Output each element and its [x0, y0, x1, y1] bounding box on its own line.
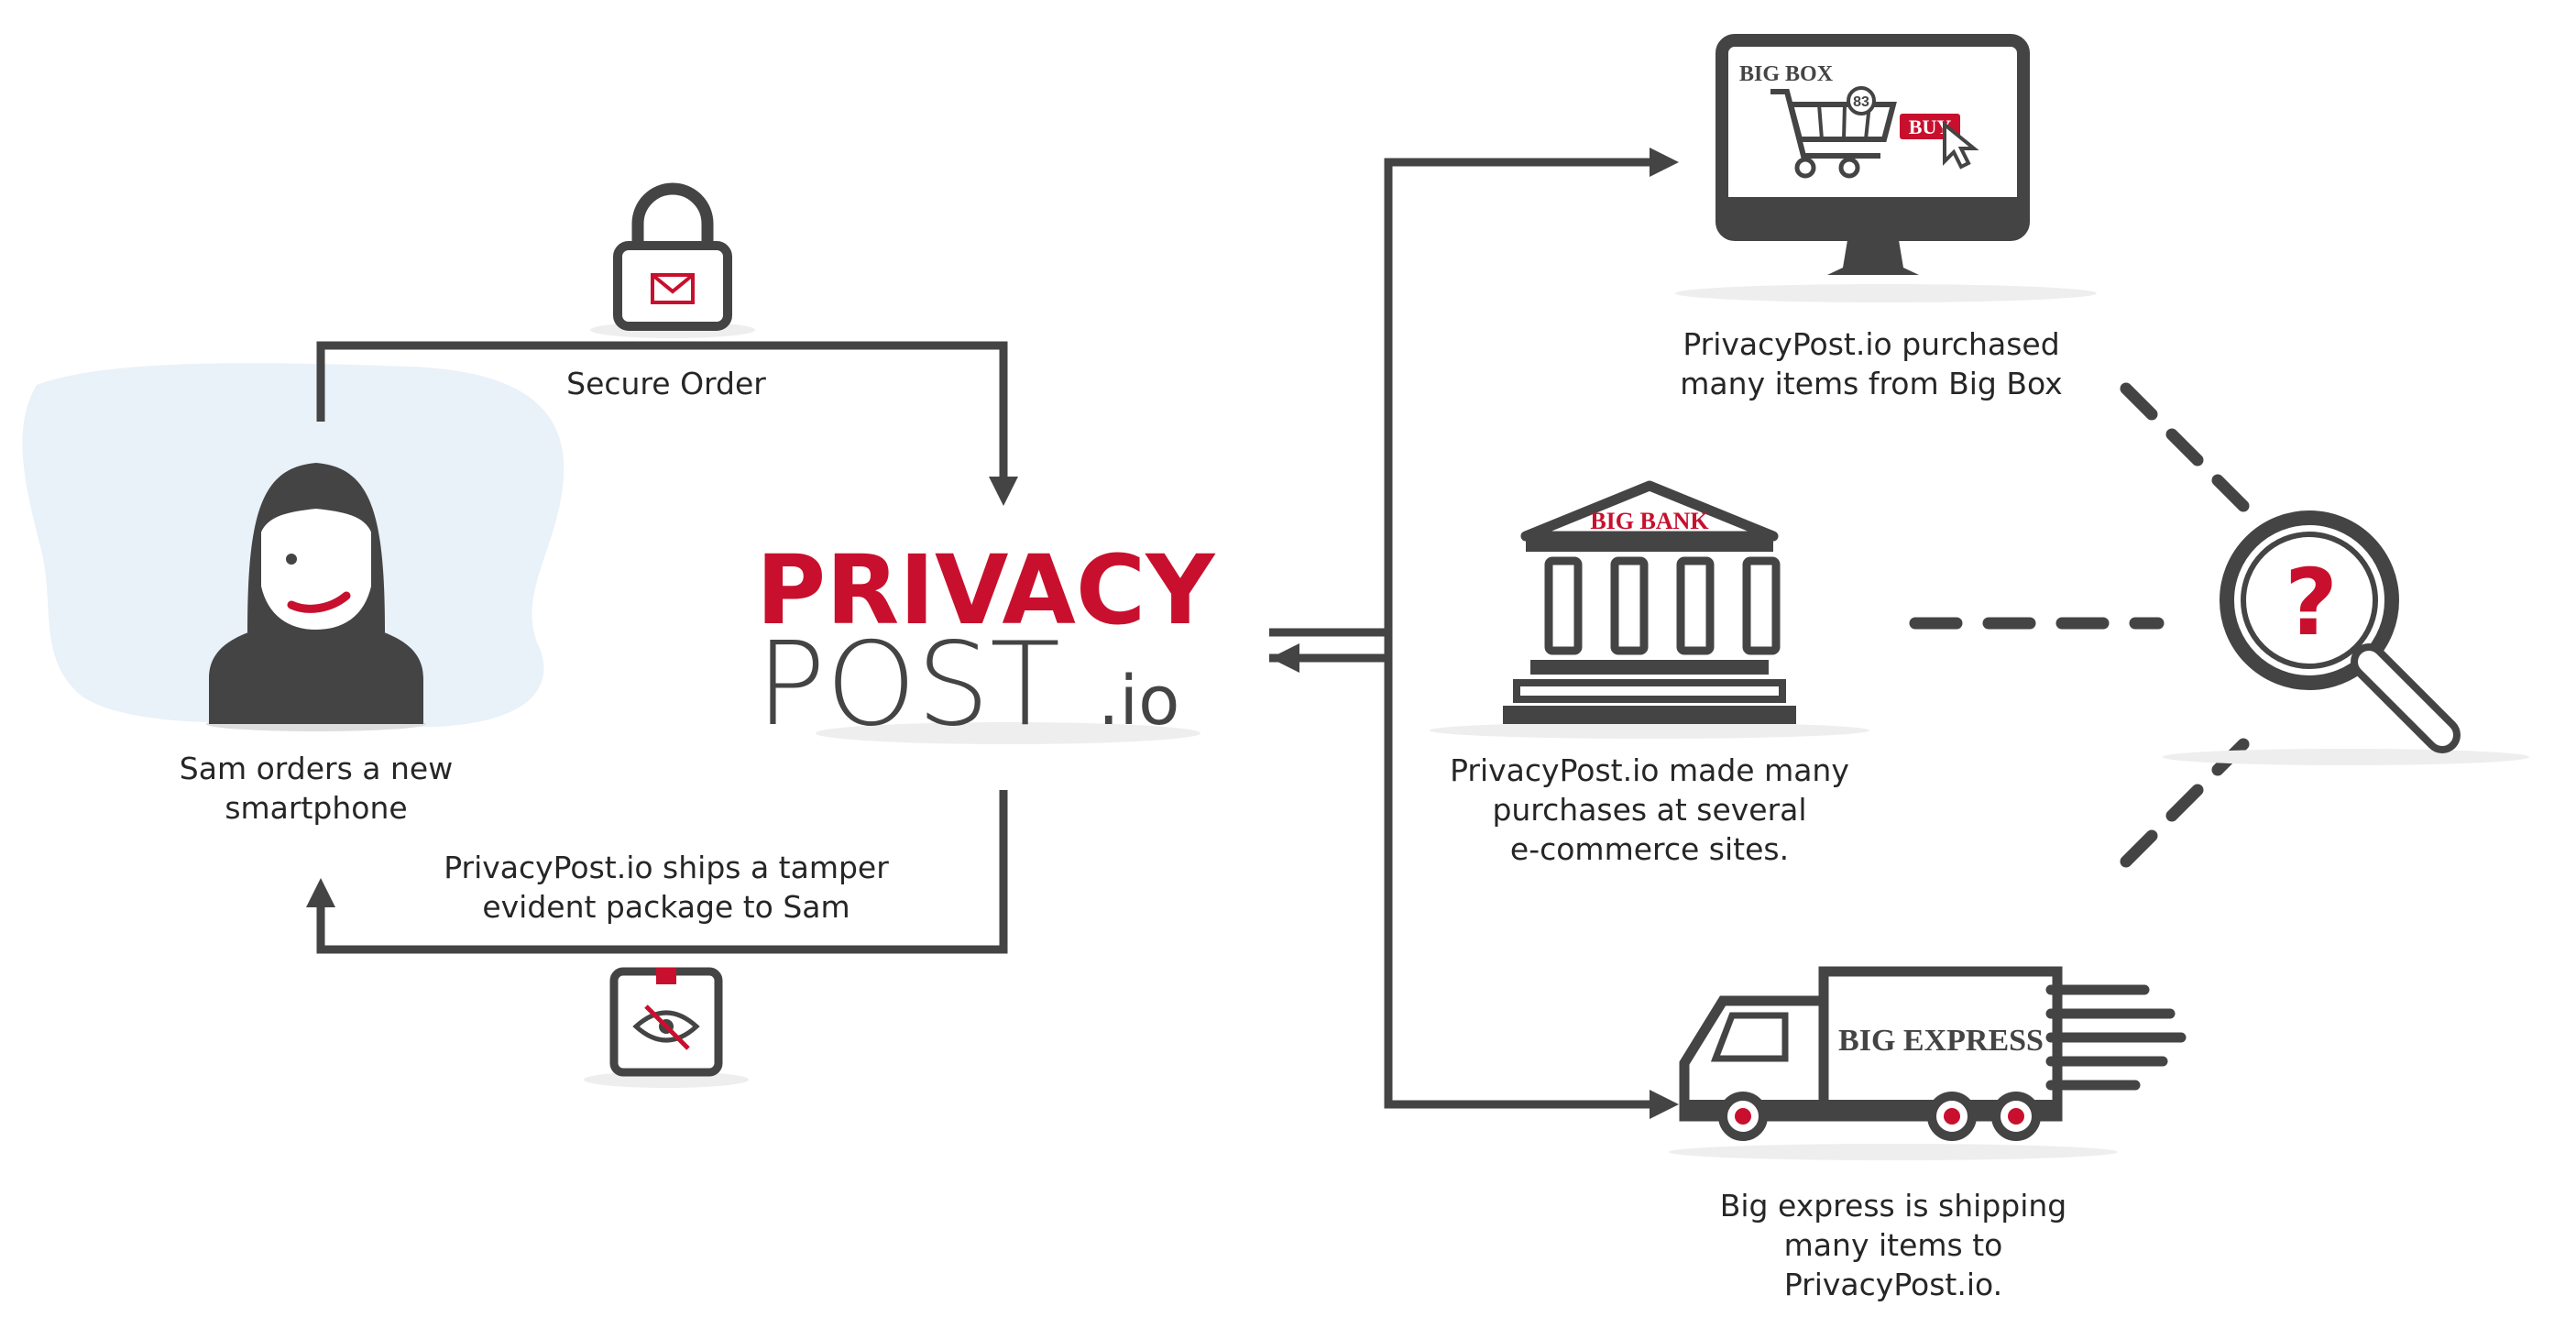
- secure-order-arrow: [316, 341, 1018, 506]
- truck-caption-line-2: many items to: [1784, 1227, 2003, 1263]
- truck-caption-line-3: PrivacyPost.io.: [1784, 1267, 2002, 1302]
- truck-caption-line-1: Big express is shipping: [1720, 1188, 2067, 1224]
- bigbox-caption-line-2: many items from Big Box: [1680, 366, 2062, 401]
- lock-envelope-icon: [590, 182, 755, 338]
- bank-caption-line-3: e-commerce sites.: [1510, 831, 1789, 867]
- tamper-box-eye-icon: [584, 967, 749, 1088]
- bank-sign: BIG BANK: [1590, 508, 1709, 534]
- bank-building-icon: BIG BANK: [1430, 480, 1869, 739]
- user-avatar-icon: [206, 463, 426, 731]
- ship-caption-line-1: PrivacyPost.io ships a tamper: [444, 850, 889, 885]
- logo-line-post: POST: [756, 617, 1060, 752]
- ship-package-arrow: [306, 790, 1008, 954]
- secure-order-label: Secure Order: [566, 366, 766, 401]
- bank-caption-line-1: PrivacyPost.io made many: [1450, 752, 1849, 788]
- magnifier-question-icon: ?: [2163, 510, 2529, 765]
- logo-line-io: .io: [1098, 662, 1179, 741]
- magnifier-question-mark: ?: [2285, 549, 2338, 656]
- privacypost-logo: PRIVACY POST .io: [756, 534, 1216, 752]
- truck-label: BIG EXPRESS: [1838, 1024, 2044, 1058]
- cart-badge: 83: [1853, 94, 1869, 110]
- delivery-truck-icon: BIG EXPRESS: [1669, 966, 2187, 1160]
- sam-caption-line-2: smartphone: [225, 790, 407, 826]
- monitor-cart-icon: BIG BOX 83 BUY: [1675, 34, 2097, 302]
- bigbox-screen-title: BIG BOX: [1739, 62, 1834, 86]
- ship-caption-line-2: evident package to Sam: [482, 889, 850, 925]
- logo-to-right-connector: [1269, 148, 1679, 1119]
- dashed-investigation-links: [1909, 382, 2250, 868]
- logo-line-privacy: PRIVACY: [756, 534, 1216, 646]
- sam-caption-line-1: Sam orders a new: [180, 751, 453, 786]
- bigbox-caption-line-1: PrivacyPost.io purchased: [1683, 326, 2059, 362]
- bank-caption-line-2: purchases at several: [1492, 792, 1806, 828]
